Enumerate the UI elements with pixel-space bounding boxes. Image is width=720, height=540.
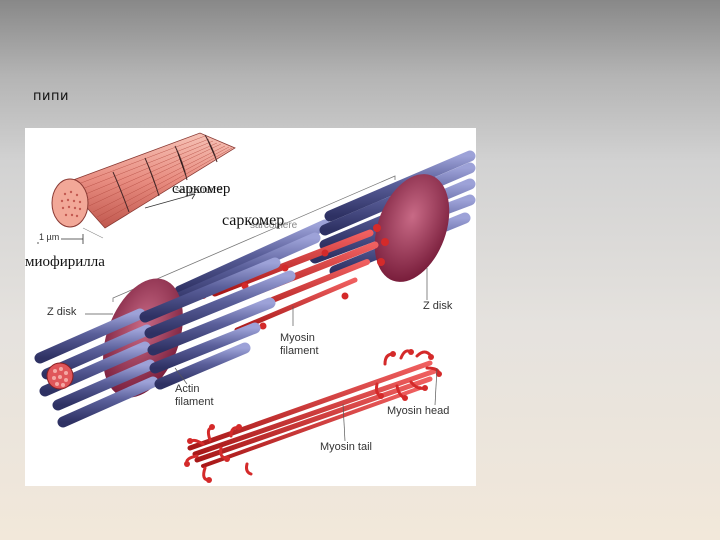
z-disk-right-label: Z disk	[423, 300, 452, 312]
scale-bar-label: 1 µm	[37, 232, 61, 242]
sarcomere-annotation-1: саркомер	[172, 181, 230, 198]
myosin-head-label: Myosin head	[387, 405, 449, 417]
sarcomere-annotation-2: саркомер	[222, 212, 284, 230]
z-disk-left-label: Z disk	[47, 306, 76, 318]
myosin-tail-label: Myosin tail	[320, 441, 372, 453]
myofibril-annotation: миофирилла	[25, 254, 105, 271]
actin-filament-label: Actin filament	[175, 383, 214, 409]
slide-title: пипи	[33, 89, 69, 104]
myosin-filament-label: Myosin filament	[280, 332, 319, 358]
sarcomere-diagram: 1 µm Z disk Z disk Myosin filament Actin…	[25, 128, 476, 486]
